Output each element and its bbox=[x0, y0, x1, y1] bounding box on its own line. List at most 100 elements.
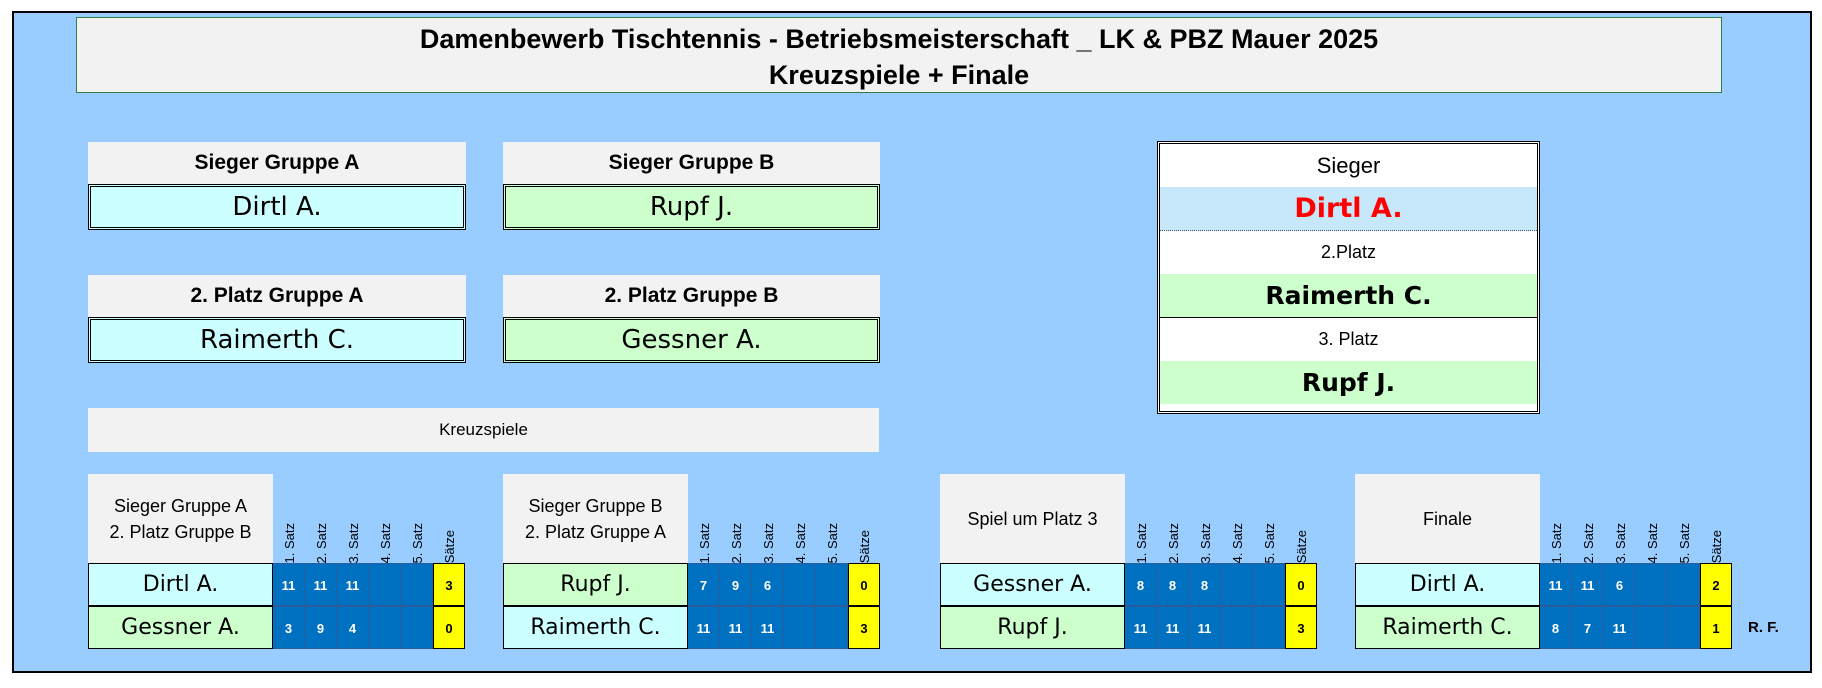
set-score[interactable]: 11 bbox=[688, 606, 720, 649]
match-header: Sieger Gruppe B 2. Platz Gruppe A bbox=[503, 474, 688, 563]
set-score[interactable]: 8 bbox=[1157, 563, 1189, 606]
winner-name[interactable]: Dirtl A. bbox=[1160, 187, 1537, 231]
col-satz-4: 4. Satz bbox=[792, 522, 808, 563]
set-score[interactable]: 8 bbox=[1189, 563, 1221, 606]
col-satz-3: 3. Satz bbox=[345, 522, 361, 563]
set-score[interactable]: 8 bbox=[1540, 606, 1572, 649]
sets-total[interactable]: 2 bbox=[1700, 563, 1732, 606]
player-name[interactable]: Rupf J. bbox=[940, 606, 1125, 649]
platz2-gruppe-a-label: 2. Platz Gruppe A bbox=[88, 275, 466, 317]
set-score[interactable] bbox=[401, 606, 433, 649]
set-score[interactable] bbox=[1668, 563, 1700, 606]
set-score[interactable]: 11 bbox=[1540, 563, 1572, 606]
set-score[interactable] bbox=[1253, 563, 1285, 606]
match-table: Spiel um Platz 3 1. Satz 2. Satz 3. Satz… bbox=[940, 474, 1318, 654]
set-score[interactable]: 9 bbox=[720, 563, 752, 606]
third-place-label: 3. Platz bbox=[1160, 318, 1537, 361]
set-score[interactable] bbox=[1221, 563, 1253, 606]
set-score[interactable]: 6 bbox=[1604, 563, 1636, 606]
col-satz-4: 4. Satz bbox=[1229, 522, 1245, 563]
kreuzspiele-label: Kreuzspiele bbox=[88, 408, 879, 452]
set-score[interactable]: 11 bbox=[337, 563, 369, 606]
sets-total[interactable]: 1 bbox=[1700, 606, 1732, 649]
player-row: Rupf J. 7 9 6 0 bbox=[503, 563, 881, 606]
player-name[interactable]: Gessner A. bbox=[940, 563, 1125, 606]
set-score[interactable]: 8 bbox=[1125, 563, 1157, 606]
second-place-label: 2.Platz bbox=[1160, 231, 1537, 274]
third-place-name[interactable]: Rupf J. bbox=[1160, 361, 1537, 404]
sets-total[interactable]: 3 bbox=[433, 563, 465, 606]
match-header-line-1: Finale bbox=[1422, 508, 1473, 529]
set-score[interactable] bbox=[401, 563, 433, 606]
player-row: Raimerth C. 11 11 11 3 bbox=[503, 606, 881, 649]
player-name[interactable]: Raimerth C. bbox=[503, 606, 688, 649]
winner-label: Sieger bbox=[1160, 144, 1537, 187]
set-score[interactable]: 11 bbox=[720, 606, 752, 649]
platz2-gruppe-a-name[interactable]: Raimerth C. bbox=[88, 317, 466, 363]
sieger-gruppe-a-name[interactable]: Dirtl A. bbox=[88, 184, 466, 230]
set-score[interactable] bbox=[784, 606, 816, 649]
set-score[interactable] bbox=[1636, 563, 1668, 606]
set-score[interactable]: 11 bbox=[1572, 563, 1604, 606]
page-title: Damenbewerb Tischtennis - Betriebsmeiste… bbox=[76, 17, 1722, 93]
match-table: Finale 1. Satz 2. Satz 3. Satz 4. Satz 5… bbox=[1355, 474, 1733, 654]
title-line-2: Kreuzspiele + Finale bbox=[768, 60, 1030, 90]
player-name[interactable]: Rupf J. bbox=[503, 563, 688, 606]
match-header-line-1: Spiel um Platz 3 bbox=[967, 508, 1098, 529]
sets-total[interactable]: 0 bbox=[848, 563, 880, 606]
set-column-headers: 1. Satz 2. Satz 3. Satz 4. Satz 5. Satz … bbox=[273, 474, 466, 563]
set-score[interactable] bbox=[1636, 606, 1668, 649]
player-row: Gessner A. 8 8 8 0 bbox=[940, 563, 1318, 606]
set-score[interactable]: 3 bbox=[273, 606, 305, 649]
col-satz-2: 2. Satz bbox=[728, 522, 744, 563]
set-score[interactable]: 11 bbox=[1125, 606, 1157, 649]
sets-total[interactable]: 3 bbox=[848, 606, 880, 649]
sieger-gruppe-b-name[interactable]: Rupf J. bbox=[503, 184, 880, 230]
set-score[interactable] bbox=[784, 563, 816, 606]
set-score[interactable]: 11 bbox=[1189, 606, 1221, 649]
sets-total[interactable]: 0 bbox=[433, 606, 465, 649]
title-line-1: Damenbewerb Tischtennis - Betriebsmeiste… bbox=[419, 24, 1379, 54]
col-satz-2: 2. Satz bbox=[1580, 522, 1596, 563]
player-name[interactable]: Raimerth C. bbox=[1355, 606, 1540, 649]
set-score[interactable]: 11 bbox=[1157, 606, 1189, 649]
set-score[interactable]: 11 bbox=[273, 563, 305, 606]
col-saetze: Sätze bbox=[856, 529, 872, 563]
match-header: Sieger Gruppe A 2. Platz Gruppe B bbox=[88, 474, 273, 563]
match-table: Sieger Gruppe B 2. Platz Gruppe A 1. Sat… bbox=[503, 474, 881, 654]
sieger-gruppe-b-label: Sieger Gruppe B bbox=[503, 142, 880, 184]
set-score[interactable] bbox=[369, 606, 401, 649]
platz2-gruppe-b-name[interactable]: Gessner A. bbox=[503, 317, 880, 363]
set-score[interactable]: 11 bbox=[305, 563, 337, 606]
set-score[interactable] bbox=[1253, 606, 1285, 649]
col-satz-1: 1. Satz bbox=[696, 522, 712, 563]
match-header: Finale bbox=[1355, 474, 1540, 563]
set-score[interactable]: 4 bbox=[337, 606, 369, 649]
set-score[interactable]: 9 bbox=[305, 606, 337, 649]
set-score[interactable]: 7 bbox=[688, 563, 720, 606]
player-name[interactable]: Dirtl A. bbox=[1355, 563, 1540, 606]
second-place-name[interactable]: Raimerth C. bbox=[1160, 274, 1537, 318]
set-score[interactable] bbox=[369, 563, 401, 606]
match-table: Sieger Gruppe A 2. Platz Gruppe B 1. Sat… bbox=[88, 474, 466, 654]
col-satz-4: 4. Satz bbox=[1644, 522, 1660, 563]
set-score[interactable] bbox=[1668, 606, 1700, 649]
player-name[interactable]: Gessner A. bbox=[88, 606, 273, 649]
player-row: Gessner A. 3 9 4 0 bbox=[88, 606, 466, 649]
match-header: Spiel um Platz 3 bbox=[940, 474, 1125, 563]
match-header-line-1: Sieger Gruppe A bbox=[113, 495, 248, 516]
set-score[interactable]: 11 bbox=[752, 606, 784, 649]
winner-table: Sieger Dirtl A. 2.Platz Raimerth C. 3. P… bbox=[1157, 141, 1540, 414]
set-score[interactable]: 7 bbox=[1572, 606, 1604, 649]
set-score[interactable] bbox=[816, 606, 848, 649]
sets-total[interactable]: 0 bbox=[1285, 563, 1317, 606]
sets-total[interactable]: 3 bbox=[1285, 606, 1317, 649]
player-name[interactable]: Dirtl A. bbox=[88, 563, 273, 606]
set-score[interactable] bbox=[1221, 606, 1253, 649]
set-score[interactable]: 6 bbox=[752, 563, 784, 606]
set-score[interactable] bbox=[816, 563, 848, 606]
col-satz-1: 1. Satz bbox=[1548, 522, 1564, 563]
col-satz-3: 3. Satz bbox=[1197, 522, 1213, 563]
col-satz-5: 5. Satz bbox=[1261, 522, 1277, 563]
set-score[interactable]: 11 bbox=[1604, 606, 1636, 649]
